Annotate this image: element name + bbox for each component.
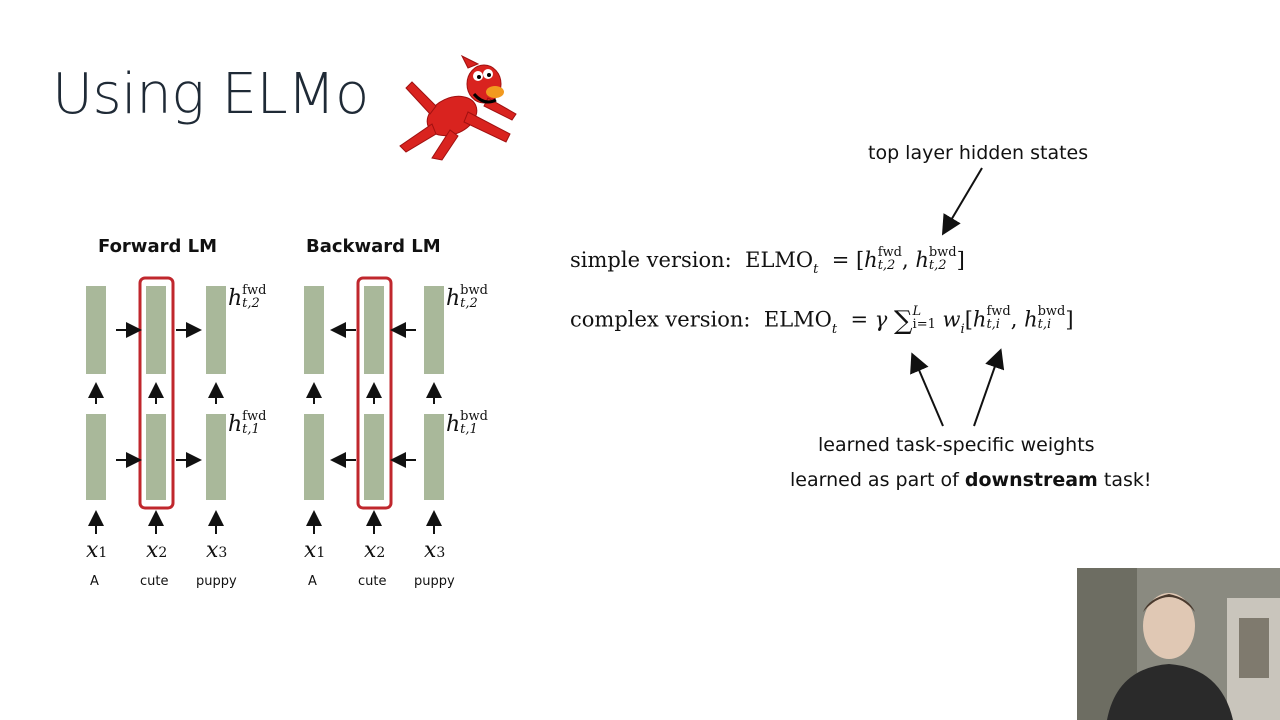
elmo-mascot-image (399, 54, 517, 161)
top-layer-annotation: top layer hidden states (868, 142, 1089, 164)
bwd-top-block-1 (304, 286, 324, 374)
forward-lm-graph (86, 276, 226, 534)
fwd-input-x1: x1 (86, 538, 108, 563)
top-layer-arrow (941, 167, 983, 236)
fwd-top-block-3 (206, 286, 226, 374)
gamma-arrow (910, 352, 944, 427)
bwd-word-2: cute (358, 574, 387, 589)
bwd-word-3: puppy (414, 574, 455, 589)
bwd-top-block-3 (424, 286, 444, 374)
presenter-webcam-video (1077, 568, 1280, 720)
bwd-input-x2: x2 (364, 538, 386, 563)
bwd-highlight-box (356, 276, 393, 510)
fwd-top-block-1 (86, 286, 106, 374)
fwd-bot-block-3 (206, 414, 226, 500)
bwd-input-x3: x3 (424, 538, 446, 563)
slide-title: Using ELMo (52, 62, 369, 127)
fwd-word-3: puppy (196, 574, 237, 589)
backward-lm-title: Backward LM (306, 236, 441, 257)
fwd-input-x2: x2 (146, 538, 168, 563)
bwd-word-1: A (308, 574, 317, 589)
weights-arrow (973, 348, 1005, 427)
fwd-bot-block-1 (86, 414, 106, 500)
weights-annotation: learned task-specific weights (818, 434, 1095, 456)
downstream-annotation: learned as part of downstream task! (790, 469, 1152, 491)
bwd-bot-block-1 (304, 414, 324, 500)
bwd-bot-block-3 (424, 414, 444, 500)
forward-lm-title: Forward LM (98, 236, 217, 257)
bwd-bot-block-2 (364, 414, 384, 500)
fwd-highlight-box (138, 276, 175, 510)
fwd-bot-block-2 (146, 414, 166, 500)
bwd-top-block-2 (364, 286, 384, 374)
backward-lm-graph (304, 276, 444, 534)
bwd-input-x1: x1 (304, 538, 326, 563)
fwd-word-2: cute (140, 574, 169, 589)
fwd-top-block-2 (146, 286, 166, 374)
fwd-word-1: A (90, 574, 99, 589)
fwd-input-x3: x3 (206, 538, 228, 563)
